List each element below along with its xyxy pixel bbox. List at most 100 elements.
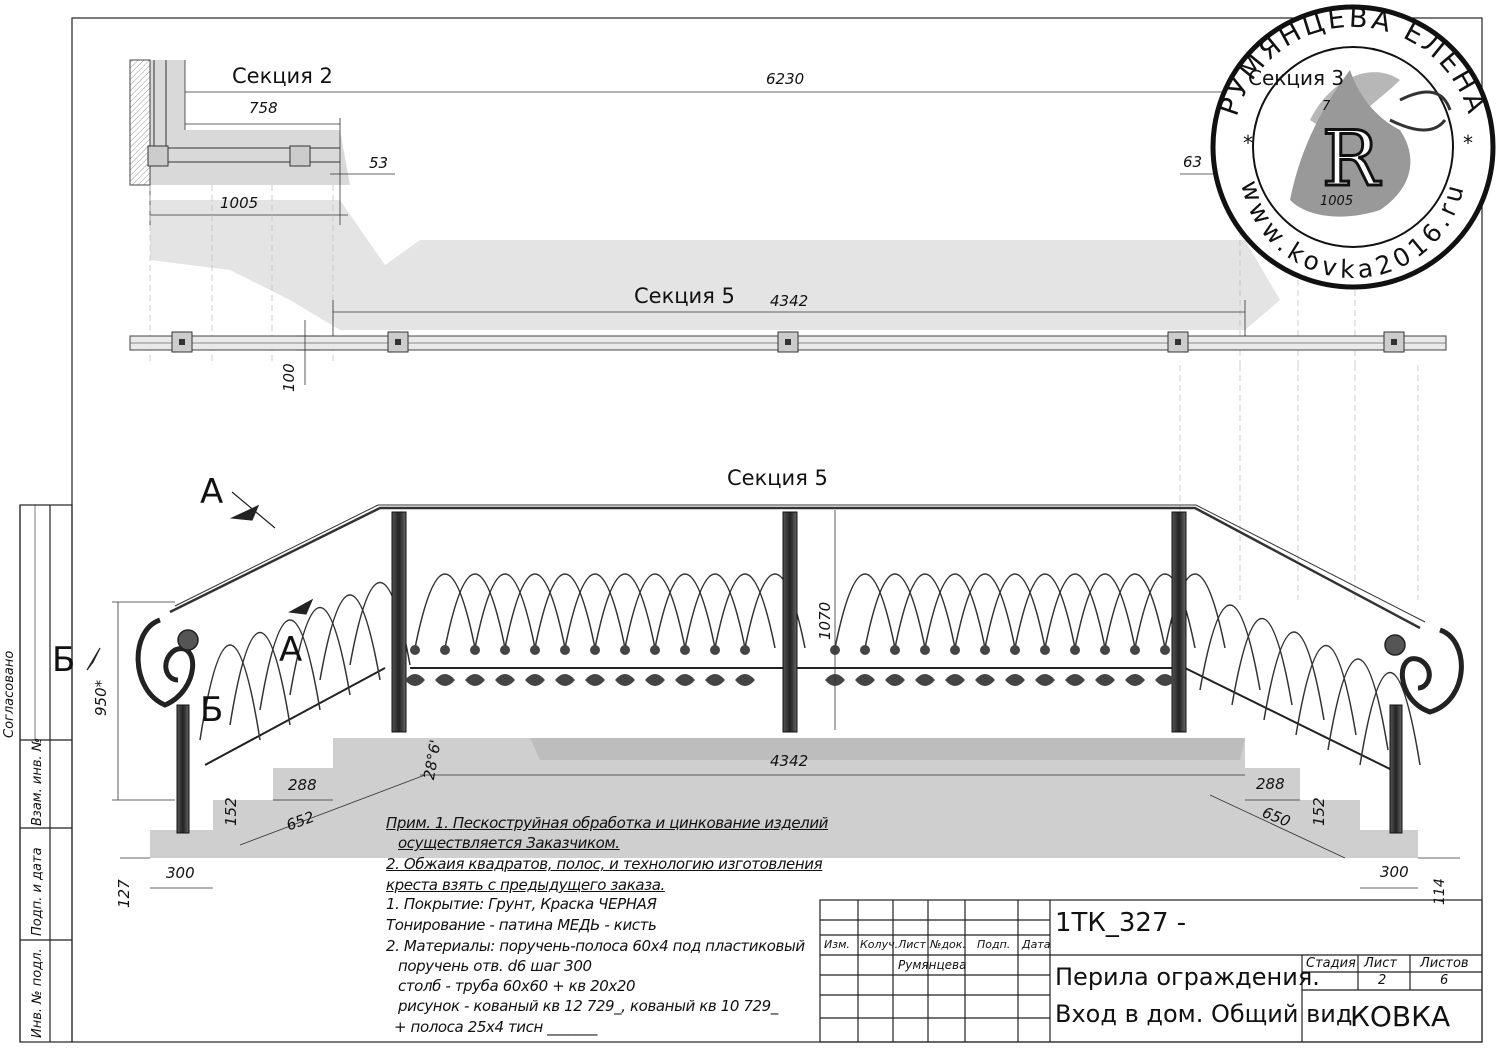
dim-right-top: 7 — [1322, 99, 1331, 114]
railing-arch — [319, 594, 381, 681]
ornament-leaf — [1005, 674, 1025, 686]
ornament-leaf — [585, 674, 605, 686]
ornament-leaf — [945, 674, 965, 686]
railing-arch — [924, 573, 986, 649]
stamp-star-right: * — [1463, 131, 1473, 155]
dim-left-width: 1005 — [220, 194, 259, 212]
railing-arch — [259, 619, 321, 711]
elevation-title: Секция 5 — [727, 466, 828, 490]
stamp-lettering: РУМЯНЦЕВА ЕЛЕНА www.kovka2016.ru * * R — [1214, 5, 1493, 284]
posts — [176, 511, 1403, 834]
ornament-bulb — [1010, 645, 1020, 655]
railing-arch — [864, 573, 926, 649]
stamp-monogram: R — [1322, 114, 1382, 203]
railing-arch — [744, 573, 806, 649]
plan-mid-title: Секция 5 — [634, 284, 735, 308]
dim-step-left-tread: 288 — [288, 776, 317, 794]
note-line-2: осуществляется Заказчиком. — [398, 834, 620, 852]
dim-bottom-span: 4342 — [770, 752, 809, 770]
stamp-star-left: * — [1243, 131, 1253, 155]
railing-arch — [624, 573, 686, 649]
ornament-leaf — [495, 674, 515, 686]
railing-arch — [474, 573, 536, 649]
note-line-8: поручень отв. d6 шаг 300 — [398, 957, 592, 975]
plan-section-5 — [129, 300, 1447, 385]
dim-step-right-rise: 152 — [1310, 797, 1328, 826]
tb-header-data: Дата — [1022, 938, 1051, 951]
railing-arch — [1199, 604, 1261, 691]
railing-arch — [504, 573, 566, 649]
railing-arch — [564, 573, 626, 649]
dim-height-side: 950* — [92, 679, 110, 716]
tb-header-izm: Изм. — [824, 938, 850, 951]
ornament-leaf — [975, 674, 995, 686]
railing-arch — [534, 573, 596, 649]
note-line-5: 1. Покрытие: Грунт, Краска ЧЕРНАЯ — [386, 895, 657, 913]
ornament-leaf — [885, 674, 905, 686]
ornament-leaf — [1155, 674, 1175, 686]
railing-arch — [1327, 658, 1389, 751]
ornament-bulb — [740, 645, 750, 655]
ornament-bulb — [890, 645, 900, 655]
ornament-bulb — [1040, 645, 1050, 655]
ornament-leaf — [555, 674, 575, 686]
elevation-drawing — [86, 491, 1464, 889]
dim-step-right-base: 300 — [1380, 863, 1409, 881]
plan-right-title: Секция 3 — [1248, 66, 1345, 90]
ornament-bulb — [950, 645, 960, 655]
tb-header-koluch: Колуч. — [860, 938, 899, 951]
railing-arch — [1263, 631, 1325, 721]
dim-plan-depth: 100 — [280, 363, 298, 392]
view-mark-b1: Б — [52, 640, 76, 680]
ornament-leaf — [435, 674, 455, 686]
tb-sheet-label: Лист — [1364, 956, 1397, 971]
ornament-bulb — [650, 645, 660, 655]
railing-arch — [1134, 573, 1196, 649]
ornament-bulb — [860, 645, 870, 655]
railing-arch — [229, 632, 291, 726]
view-mark-a2: А — [279, 630, 303, 670]
ornament-bulb — [920, 645, 930, 655]
ornament-bulb — [620, 645, 630, 655]
railing-arch — [834, 573, 896, 649]
ornament-leaf — [465, 674, 485, 686]
railing-arch — [1359, 672, 1421, 766]
note-line-3: 2. Обжаия квадратов, полос, и технологию… — [386, 855, 823, 873]
railing-arch — [714, 573, 776, 649]
ornament-bulb — [410, 645, 420, 655]
ornament-bulb — [710, 645, 720, 655]
stamp-name: РУМЯНЦЕВА ЕЛЕНА — [1214, 5, 1493, 120]
railing-arch — [199, 644, 261, 741]
side-inv-orig: Инв. № подл. — [30, 948, 45, 1038]
dim-height-main: 1070 — [816, 601, 834, 640]
note-line-1: Прим. 1. Пескоструйная обработка и цинко… — [386, 814, 829, 832]
note-line-11: + полоса 25х4 тисн _______ — [394, 1018, 597, 1036]
ornament-leaf — [1125, 674, 1145, 686]
author-stamp — [1210, 4, 1496, 290]
railing-arch — [444, 573, 506, 649]
ornament-bulb — [560, 645, 570, 655]
side-inv-replace: Взам. инв. № — [30, 737, 45, 826]
railing-arch — [1074, 573, 1136, 649]
railing-arch — [984, 573, 1046, 649]
ornament-bulb — [440, 645, 450, 655]
tb-author: Румянцева — [898, 958, 967, 972]
railing-arch — [414, 573, 476, 649]
dim-plan-span: 4342 — [770, 292, 809, 310]
side-sign-date: Подп. и дата — [30, 847, 45, 936]
tb-sheets-value: 6 — [1440, 973, 1449, 988]
ornament-leaf — [405, 674, 425, 686]
doc-code: 1ТК_327 - — [1055, 908, 1187, 938]
ornament-leaf — [525, 674, 545, 686]
ornament-bulb — [590, 645, 600, 655]
dim-step-right-low: 114 — [1432, 878, 1448, 905]
railing-arch — [289, 607, 351, 696]
tb-header-podp: Подп. — [977, 938, 1011, 951]
note-line-6: Тонирование - патина МЕДЬ - кисть — [386, 916, 657, 934]
dim-left-offset: 53 — [369, 154, 389, 172]
railing-arch — [1044, 573, 1106, 649]
ornament-bulb — [1070, 645, 1080, 655]
dim-left-top: 758 — [249, 99, 278, 117]
tb-stage-label: Стадия — [1306, 956, 1356, 971]
